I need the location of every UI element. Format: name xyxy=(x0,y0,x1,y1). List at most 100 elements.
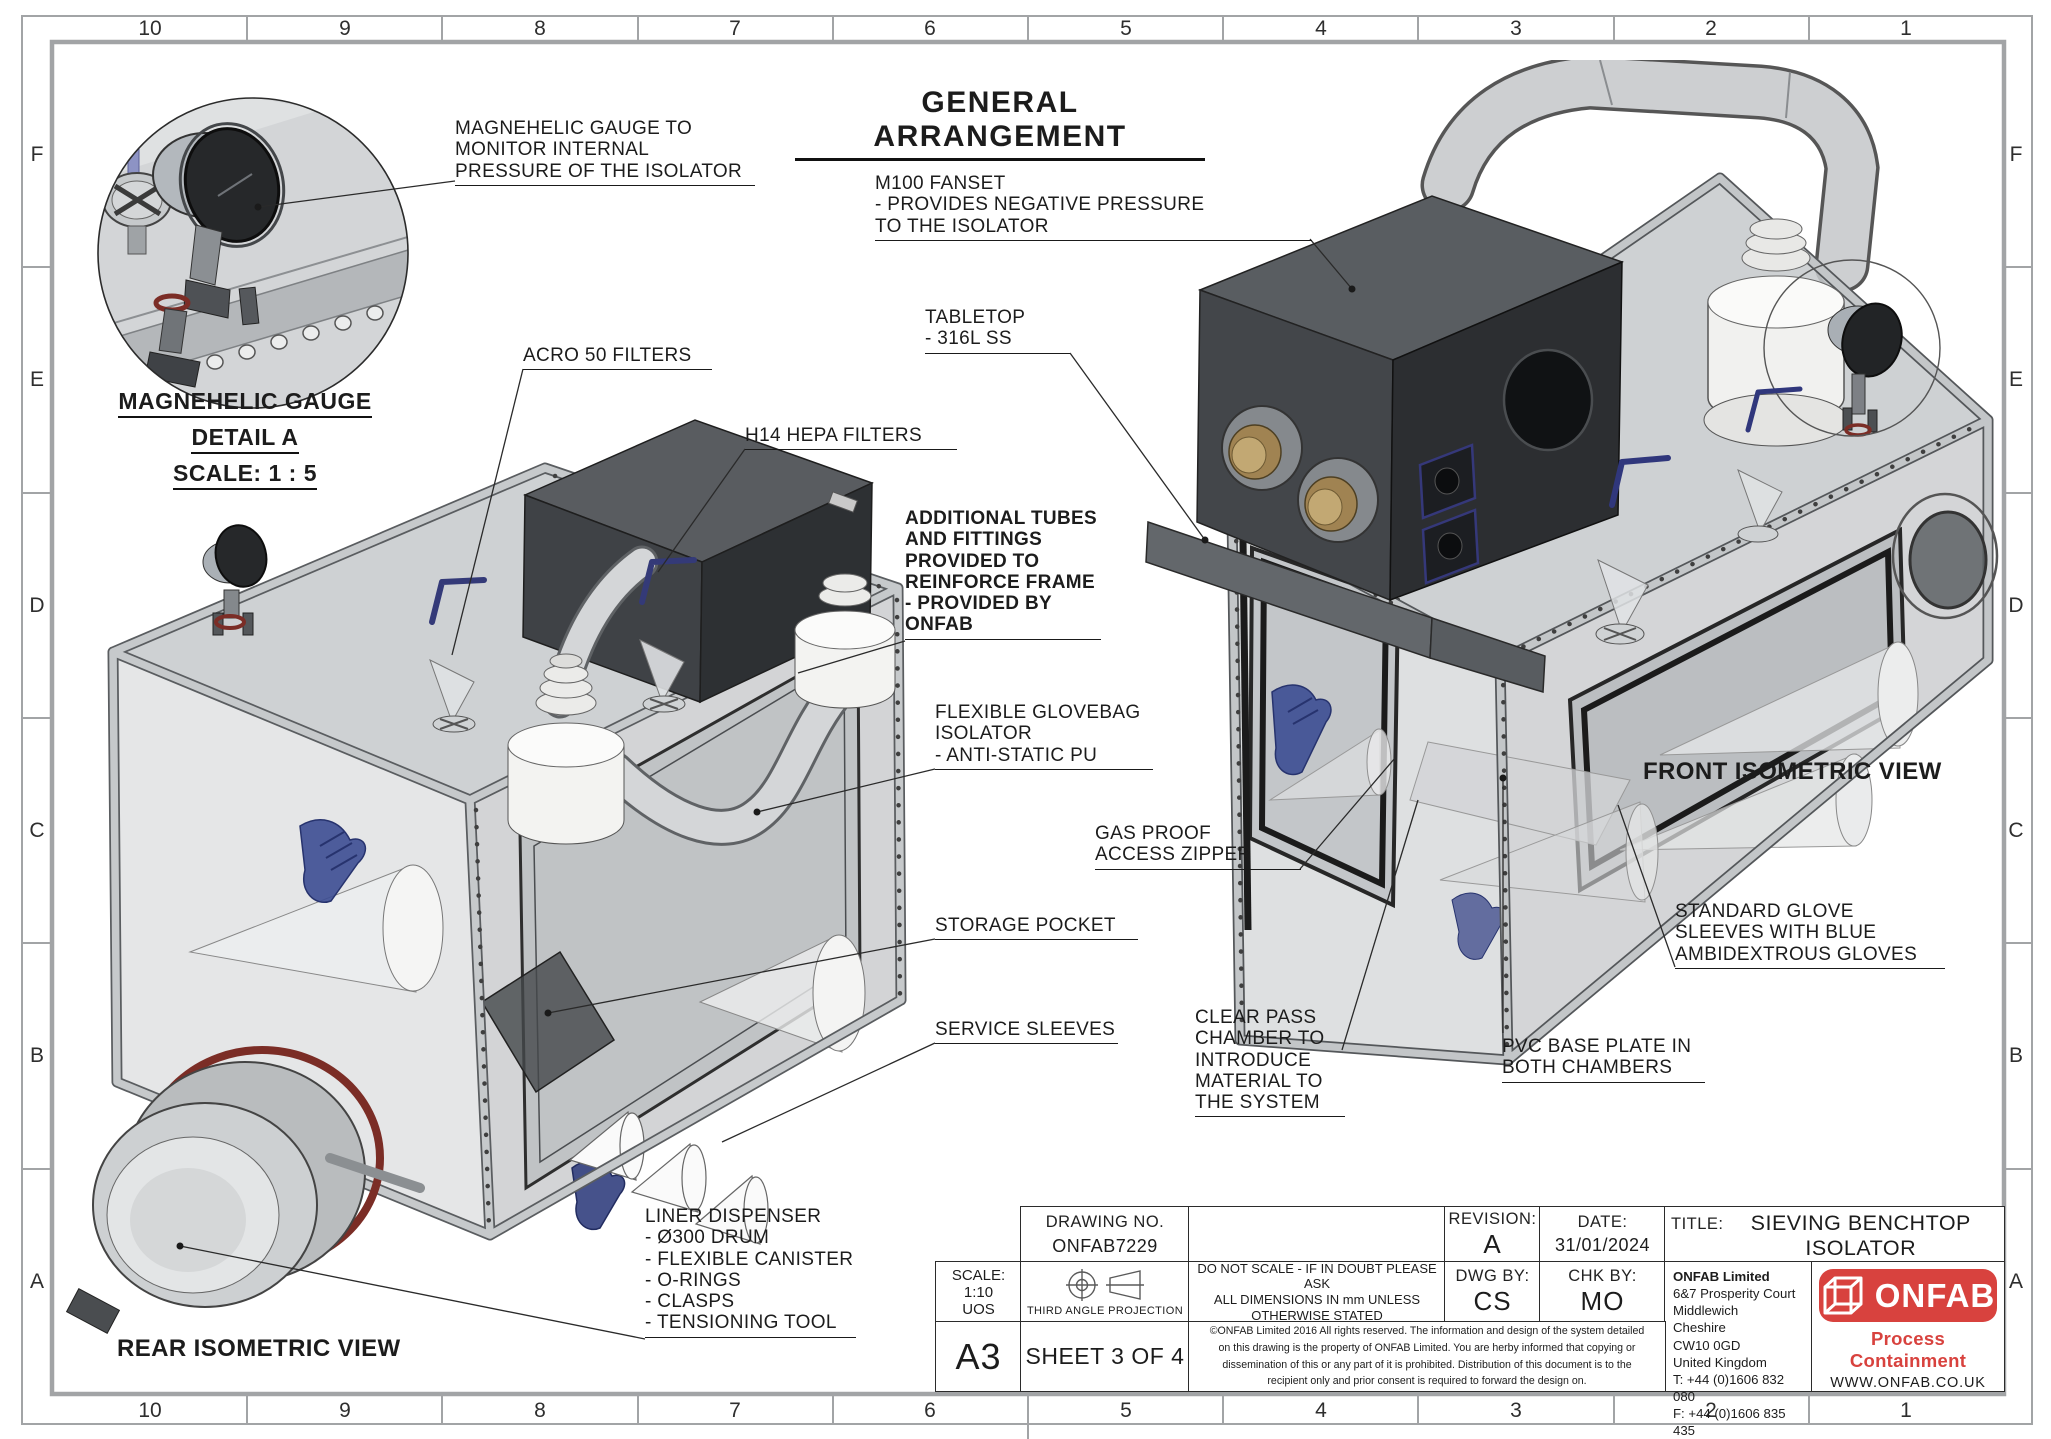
revision-value: A xyxy=(1483,1228,1502,1259)
front-view-label: FRONT ISOMETRIC VIEW xyxy=(1643,758,1942,785)
annotation-liner-dispenser: LINER DISPENSER - Ø300 DRUM - FLEXIBLE C… xyxy=(645,1206,856,1338)
logo-website: WWW.ONFAB.CO.UK xyxy=(1830,1375,1986,1391)
titleblock-title-cell: TITLE: SIEVING BENCHTOP ISOLATOR xyxy=(1664,1206,2005,1263)
titleblock-copyright-cell: ©ONFAB Limited 2016 All rights reserved.… xyxy=(1188,1321,1666,1392)
grid-row-right: F xyxy=(2009,143,2023,166)
annotation-standard-gloves: STANDARD GLOVE SLEEVES WITH BLUE AMBIDEX… xyxy=(1675,901,1945,969)
detail-a-illustration xyxy=(97,97,409,409)
titleblock-scale-cell: SCALE: 1:10 UOS xyxy=(935,1261,1022,1323)
drawing-title: SIEVING BENCHTOP ISOLATOR xyxy=(1750,1211,1971,1260)
drawing-no-label: DRAWING NO. xyxy=(1045,1212,1165,1231)
grid-row-right: B xyxy=(2008,1044,2023,1067)
grid-col-top: 6 xyxy=(924,17,936,40)
company-address: 6&7 Prosperity Court Middlewich Cheshire… xyxy=(1673,1286,1796,1439)
dwg-by-value: CS xyxy=(1473,1286,1512,1316)
titleblock-date-cell: DATE: 31/01/2024 xyxy=(1539,1206,1666,1263)
grid-row-left: F xyxy=(30,143,44,166)
annotation-clear-pass-chamber: CLEAR PASS CHAMBER TO INTRODUCE MATERIAL… xyxy=(1195,1007,1345,1118)
annotation-magnehelic-note: MAGNEHELIC GAUGE TO MONITOR INTERNAL PRE… xyxy=(455,118,755,186)
rear-view-label: REAR ISOMETRIC VIEW xyxy=(117,1335,401,1362)
revision-label: REVISION: xyxy=(1448,1209,1537,1228)
annotation-hepa-filters: H14 HEPA FILTERS xyxy=(745,425,957,451)
titleblock-chkby-cell: CHK BY: MO xyxy=(1539,1261,1666,1323)
notes-text: DO NOT SCALE - IF IN DOUBT PLEASE ASK AL… xyxy=(1197,1260,1437,1323)
grid-col-top: 1 xyxy=(1900,17,1912,40)
date-value: 31/01/2024 xyxy=(1554,1235,1651,1255)
third-angle-projection-icon xyxy=(1066,1268,1144,1301)
grid-col-bottom: 8 xyxy=(534,1399,546,1422)
titleblock-company-cell: ONFAB Limited 6&7 Prosperity Court Middl… xyxy=(1664,1261,1813,1438)
grid-row-left: D xyxy=(29,594,45,617)
grid-col-top: 2 xyxy=(1705,17,1717,40)
projection-caption: THIRD ANGLE PROJECTION xyxy=(1026,1304,1184,1317)
grid-col-top: 9 xyxy=(339,17,351,40)
grid-col-top: 10 xyxy=(138,17,162,40)
grid-col-bottom: 1 xyxy=(1900,1399,1912,1422)
cube-icon xyxy=(1823,1276,1863,1314)
onfab-logo: ONFAB xyxy=(1819,1269,1997,1322)
grid-col-bottom: 3 xyxy=(1510,1399,1522,1422)
grid-col-bottom: 7 xyxy=(729,1399,741,1422)
chk-by-label: CHK BY: xyxy=(1568,1267,1637,1285)
grid-row-right: C xyxy=(2008,819,2024,842)
grid-col-bottom: 4 xyxy=(1315,1399,1327,1422)
grid-row-right: A xyxy=(2008,1270,2023,1293)
detail-heading-line1: MAGNEHELIC GAUGE xyxy=(118,390,372,418)
date-label: DATE: xyxy=(1577,1213,1628,1231)
grid-col-top: 7 xyxy=(729,17,741,40)
copyright-text: ©ONFAB Limited 2016 All rights reserved.… xyxy=(1209,1324,1645,1388)
sheet-size: A3 xyxy=(955,1335,1002,1377)
annotation-tabletop: TABLETOP - 316L SS xyxy=(925,307,1070,354)
logo-tagline: Process Containment xyxy=(1849,1328,1967,1371)
scale-value: 1:10 xyxy=(963,1283,994,1301)
annotation-gas-proof-zipper: GAS PROOF ACCESS ZIPPER xyxy=(1095,823,1301,870)
titleblock-drawing-no-cell: DRAWING NO. ONFAB7229 xyxy=(1020,1206,1190,1263)
grid-row-right: E xyxy=(2008,368,2023,391)
sheet-number: SHEET 3 OF 4 xyxy=(1025,1343,1185,1369)
grid-row-left: A xyxy=(29,1270,44,1293)
titleblock-notes-cell: DO NOT SCALE - IF IN DOUBT PLEASE ASK AL… xyxy=(1188,1261,1446,1323)
grid-col-bottom: 2 xyxy=(1705,1399,1717,1422)
detail-a-heading: MAGNEHELIC GAUGE DETAIL A SCALE: 1 : 5 xyxy=(88,386,402,494)
titleblock-dwgby-cell: DWG BY: CS xyxy=(1444,1261,1541,1323)
titleblock-logo-cell: ONFAB Process Containment WWW.ONFAB.CO.U… xyxy=(1811,1261,2005,1392)
grid-row-left: E xyxy=(29,368,44,391)
annotation-acro-filters: ACRO 50 FILTERS xyxy=(523,345,712,371)
annotation-flexible-glovebag: FLEXIBLE GLOVEBAG ISOLATOR - ANTI-STATIC… xyxy=(935,702,1153,770)
dwg-by-label: DWG BY: xyxy=(1455,1267,1530,1285)
scale-uos: UOS xyxy=(962,1300,995,1318)
rear-isometric-illustration xyxy=(65,419,907,1334)
grid-col-top: 4 xyxy=(1315,17,1327,40)
annotation-storage-pocket: STORAGE POCKET xyxy=(935,915,1138,941)
grid-col-bottom: 6 xyxy=(924,1399,936,1422)
grid-row-left: C xyxy=(29,819,45,842)
grid-col-bottom: 5 xyxy=(1120,1399,1132,1422)
company-name: ONFAB Limited xyxy=(1673,1269,1770,1284)
titleblock-empty-cell xyxy=(1188,1206,1446,1263)
grid-col-bottom: 9 xyxy=(339,1399,351,1422)
detail-heading-line2: DETAIL A xyxy=(191,426,299,454)
annotation-pvc-base-plate: PVC BASE PLATE IN BOTH CHAMBERS xyxy=(1502,1036,1705,1083)
scale-label: SCALE: xyxy=(951,1266,1006,1284)
front-isometric-illustration xyxy=(1145,60,1999,1066)
page-title: GENERAL ARRANGEMENT xyxy=(795,86,1205,161)
annotation-m100-fanset: M100 FANSET - PROVIDES NEGATIVE PRESSURE… xyxy=(875,173,1312,241)
titleblock-size-cell: A3 xyxy=(935,1321,1022,1392)
detail-heading-line3: SCALE: 1 : 5 xyxy=(172,462,318,490)
drawing-no-value: ONFAB7229 xyxy=(1052,1235,1158,1256)
chk-by-value: MO xyxy=(1580,1286,1625,1316)
grid-col-top: 8 xyxy=(534,17,546,40)
titleblock-sheet-cell: SHEET 3 OF 4 xyxy=(1020,1321,1190,1392)
grid-col-bottom: 10 xyxy=(138,1399,162,1422)
grid-col-top: 5 xyxy=(1120,17,1132,40)
annotation-service-sleeves: SERVICE SLEEVES xyxy=(935,1019,1118,1045)
title-label: TITLE: xyxy=(1671,1215,1724,1233)
grid-col-top: 3 xyxy=(1510,17,1522,40)
grid-row-left: B xyxy=(29,1044,44,1067)
logo-word: ONFAB xyxy=(1874,1276,1996,1314)
grid-row-right: D xyxy=(2008,594,2024,617)
titleblock-revision-cell: REVISION: A xyxy=(1444,1206,1541,1263)
titleblock-projection-cell: THIRD ANGLE PROJECTION xyxy=(1020,1261,1190,1323)
